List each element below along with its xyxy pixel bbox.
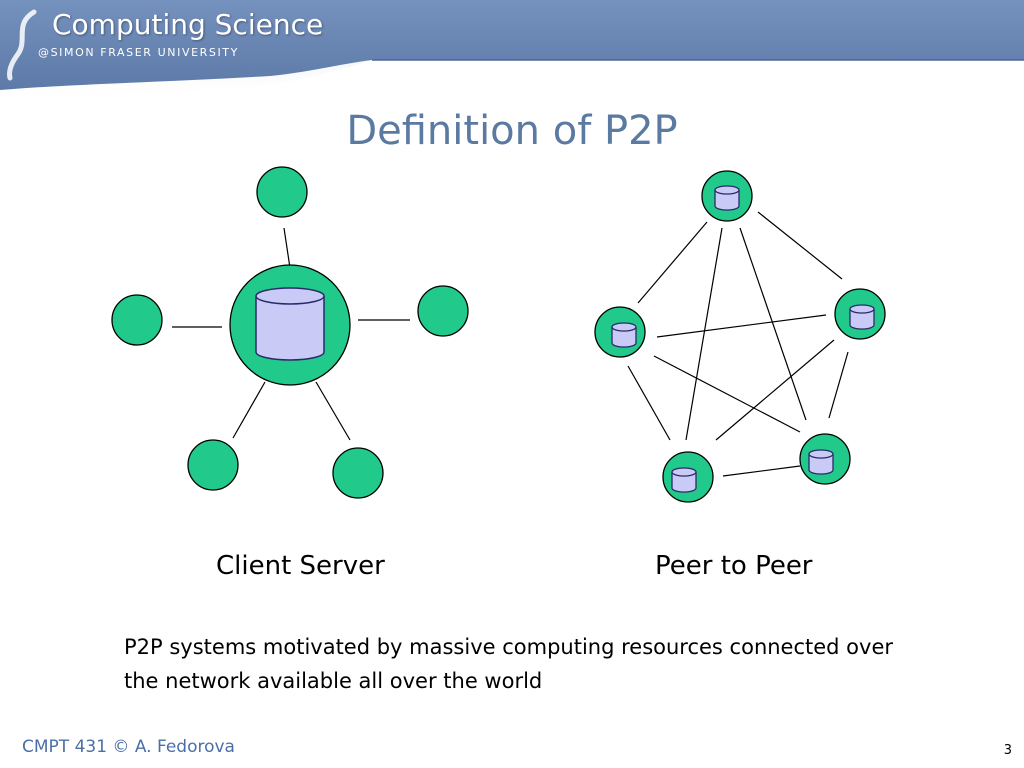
footer-course: CMPT 431 © A. Fedorova [22, 737, 235, 757]
sfu-swoosh-icon [7, 9, 37, 81]
peer-to-peer-diagram [594, 170, 886, 503]
client-node [111, 294, 163, 346]
client-server-links [172, 227, 410, 441]
client-node [332, 447, 384, 499]
page-number: 3 [1003, 743, 1012, 758]
peer-node [834, 288, 886, 340]
database-icon [611, 322, 637, 348]
peer-links [627, 211, 849, 477]
client-server-diagram [111, 166, 469, 499]
peer-node [662, 451, 714, 503]
client-node [256, 166, 308, 218]
database-icon [849, 304, 875, 330]
database-icon [808, 449, 834, 475]
peer-node [799, 433, 851, 485]
client-node [417, 285, 469, 337]
header-banner [0, 0, 1024, 104]
database-icon [671, 467, 697, 493]
brand-title: Computing Science [52, 8, 324, 41]
peer-to-peer-label: Peer to Peer [655, 551, 813, 581]
peer-node [701, 170, 753, 222]
client-server-label: Client Server [216, 551, 385, 581]
database-icon [714, 185, 740, 211]
client-node [187, 439, 239, 491]
body-text: P2P systems motivated by massive computi… [124, 635, 894, 693]
brand-subtitle: @SIMON FRASER UNIVERSITY [38, 46, 239, 59]
peer-node [594, 306, 646, 358]
server-database-icon [255, 287, 325, 361]
slide-title: Definition of P2P [346, 108, 678, 154]
